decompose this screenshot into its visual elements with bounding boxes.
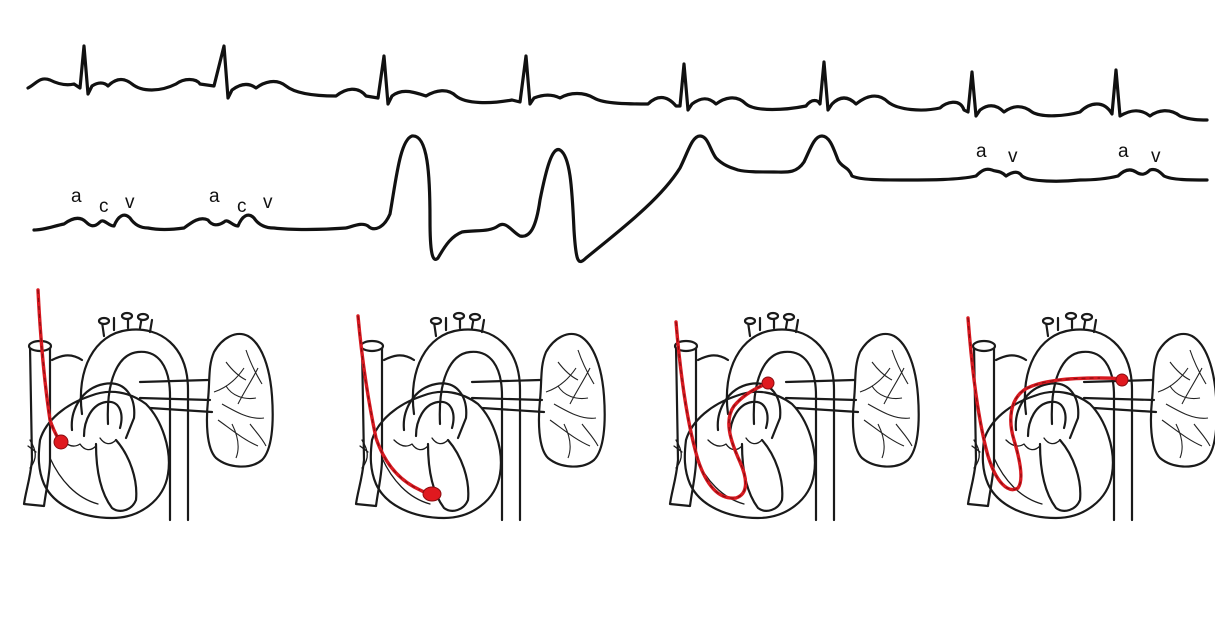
label-ra-a1: a — [71, 186, 82, 207]
label-ra-v1: v — [125, 192, 135, 213]
label-wedge-v1: v — [1008, 146, 1018, 167]
heart-panel-3 — [668, 311, 920, 522]
label-ra-v2: v — [263, 192, 273, 213]
balloon-4 — [1115, 373, 1129, 387]
pressure-trace — [32, 134, 1209, 264]
balloon-3 — [761, 376, 775, 390]
balloon-1 — [53, 434, 69, 450]
label-ra-c1: c — [99, 196, 109, 217]
heart-panel-2 — [354, 311, 606, 522]
balloon-2 — [422, 486, 442, 502]
label-wedge-a1: a — [976, 141, 987, 162]
heart-panel-4 — [966, 311, 1215, 522]
heart-panel-1 — [22, 288, 274, 522]
label-ra-a2: a — [209, 186, 220, 207]
label-wedge-v2: v — [1151, 146, 1161, 167]
label-ra-c2: c — [237, 196, 247, 217]
label-wedge-a2: a — [1118, 141, 1129, 162]
ecg-trace — [26, 44, 1209, 122]
